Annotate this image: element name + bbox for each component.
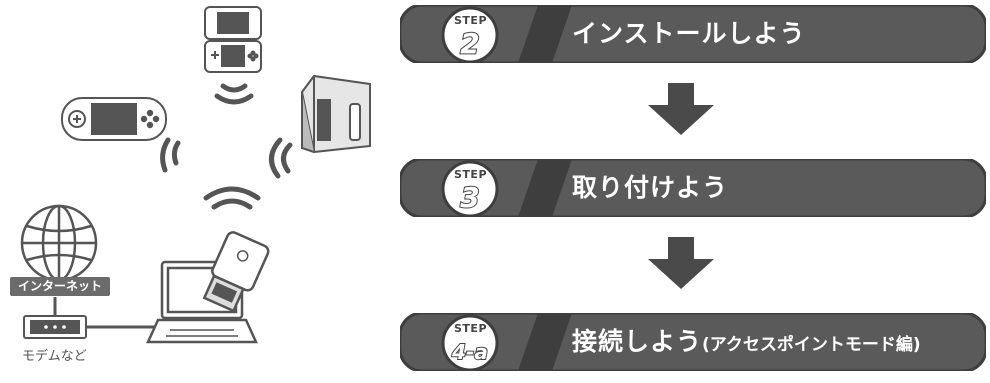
globe-icon bbox=[20, 204, 98, 282]
step-2-bar: STEP 2 インストールしよう bbox=[400, 5, 986, 63]
modem-icon bbox=[23, 315, 87, 339]
down-arrow-icon bbox=[648, 83, 714, 135]
step-2-badge-word: STEP bbox=[454, 14, 487, 27]
step-4a-title-main: 接続しよう bbox=[572, 327, 703, 356]
step-4a-title: 接続しよう(アクセスポイントモード編) bbox=[572, 313, 921, 371]
step-3-badge-word: STEP bbox=[454, 168, 487, 181]
step-3-title: 取り付けよう bbox=[572, 173, 729, 202]
step-4a-number: 4-a bbox=[451, 340, 488, 364]
step-2-number: 2 bbox=[460, 27, 479, 60]
step-4a-bar: STEP 4-a 接続しよう(アクセスポイントモード編) bbox=[400, 313, 986, 371]
step-4a-badge-word: STEP bbox=[454, 322, 487, 335]
step-2-title: インストールしよう bbox=[572, 19, 806, 48]
nintendo-ds-icon bbox=[204, 6, 262, 73]
wireless-signal-icon bbox=[269, 137, 293, 179]
step-3-bar: STEP 3 取り付けよう bbox=[400, 159, 986, 217]
down-arrow-icon bbox=[648, 237, 714, 289]
psp-icon bbox=[61, 97, 167, 141]
network-illustration bbox=[20, 6, 371, 344]
wireless-signal-icon bbox=[203, 186, 261, 210]
step-4a-subtitle: (アクセスポイントモード編) bbox=[702, 335, 921, 355]
wireless-signal-icon bbox=[160, 137, 181, 173]
internet-label: インターネット bbox=[10, 277, 110, 296]
wireless-signal-icon bbox=[214, 83, 254, 105]
wii-icon bbox=[300, 74, 371, 154]
modem-label: モデムなど bbox=[22, 349, 87, 364]
step-3-number: 3 bbox=[460, 181, 479, 214]
usb-adapter-icon bbox=[202, 231, 270, 313]
